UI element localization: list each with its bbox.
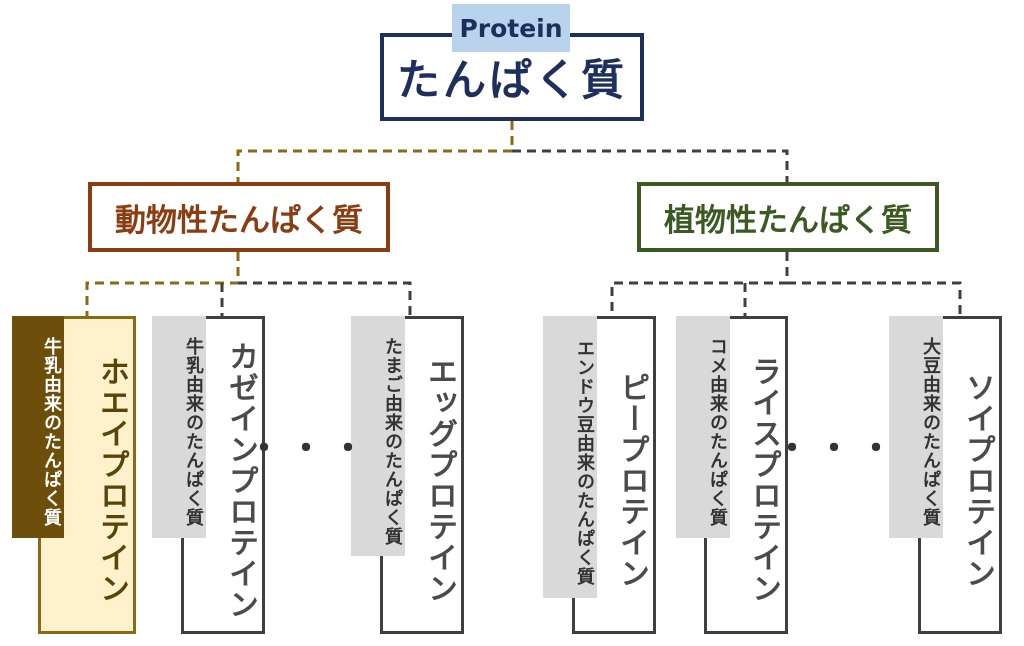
connector-plant-products: [610, 252, 962, 318]
category-plant: 植物性たんぱく質: [637, 182, 939, 252]
card-soy-name: ソイプロテイン: [960, 371, 995, 589]
tag-whey-origin: 牛乳由来のたんぱく質: [12, 316, 64, 538]
ellipsis-animal: ・・・: [247, 428, 373, 469]
connector-animal-others: [220, 281, 412, 318]
connector-animal-whey: [85, 252, 240, 318]
card-casein-name: カゼインプロテイン: [223, 340, 258, 620]
root-badge: Protein: [452, 4, 570, 52]
tag-pea-origin: エンドウ豆由来のたんぱく質: [543, 316, 597, 598]
root-node: たんぱく質: [380, 33, 644, 121]
card-pea-name: ピープロテイン: [614, 371, 649, 589]
tag-soy-origin: 大豆由来のたんぱく質: [889, 316, 943, 538]
card-egg-name: エッグプロテイン: [422, 356, 457, 604]
ellipsis-plant: ・・・: [775, 428, 901, 469]
category-animal: 動物性たんぱく質: [88, 182, 390, 252]
root-title: たんぱく質: [397, 56, 627, 106]
tag-casein-origin: 牛乳由来のたんぱく質: [152, 316, 206, 538]
tag-rice-origin: コメ由来のたんぱく質: [676, 316, 730, 538]
card-whey-name: ホエイプロテイン: [94, 356, 129, 604]
tag-egg-origin: たまご由来のたんぱく質: [351, 316, 405, 556]
connector-root-plant: [512, 149, 789, 182]
card-rice-name: ライスプロテイン: [746, 356, 781, 604]
connector-root-animal: [236, 121, 514, 182]
